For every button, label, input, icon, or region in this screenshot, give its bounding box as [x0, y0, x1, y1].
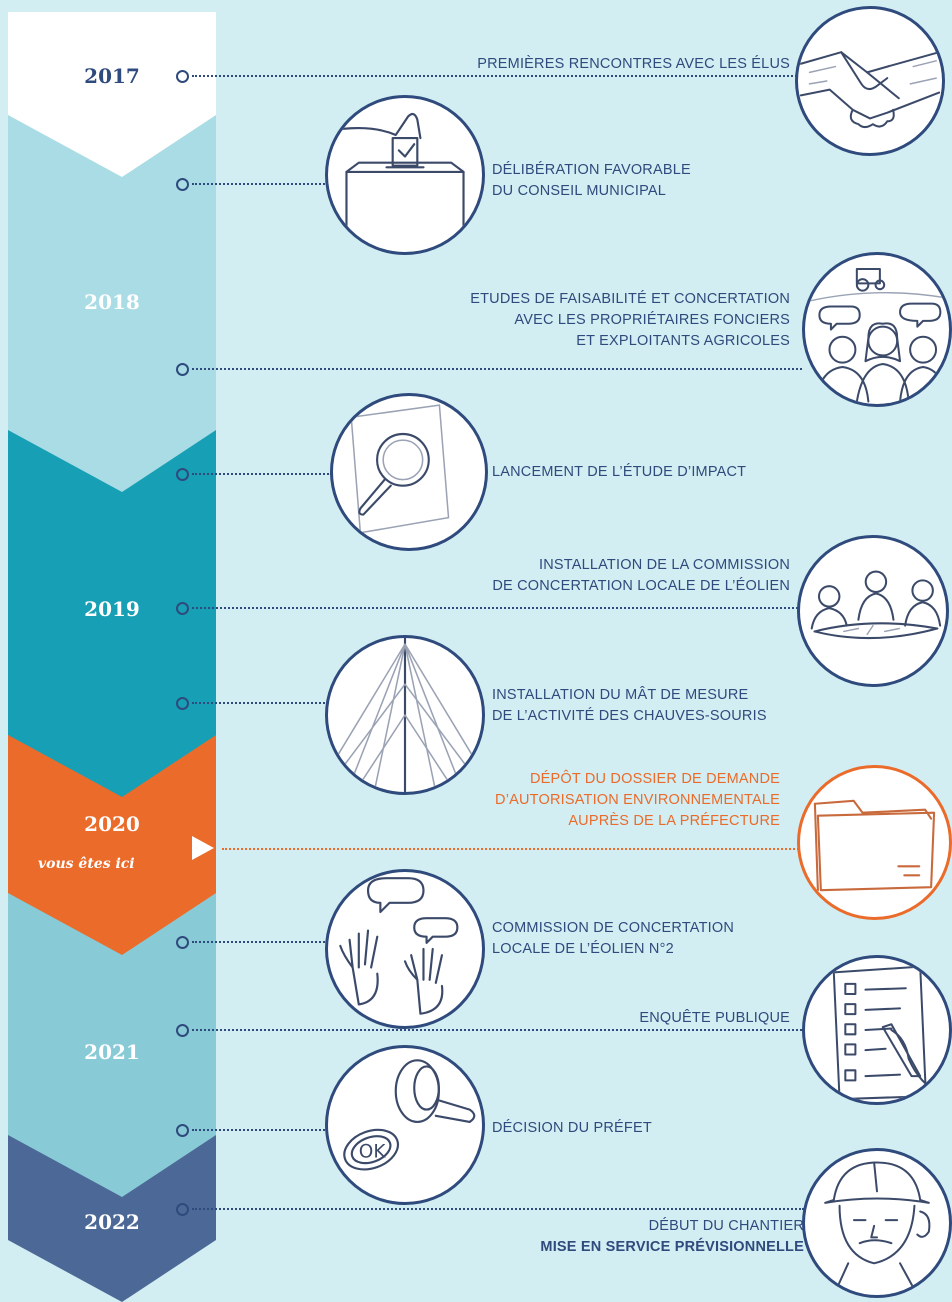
- event-first-meetings: PREMIÈRES RENCONTRES AVEC LES ÉLUS: [477, 56, 790, 72]
- milestone-dot: [176, 363, 189, 376]
- raised-hands-icon: [339, 877, 459, 1015]
- public-inquiry-illustration: [802, 955, 952, 1105]
- you-are-here-label: vous êtes ici: [38, 856, 135, 872]
- prefect-decision-illustration: OK: [325, 1045, 485, 1205]
- year-2022: 2022: [84, 1210, 140, 1234]
- milestone-dot: [176, 1024, 189, 1037]
- stamp-icon: OK: [343, 1059, 476, 1171]
- handshake-icon: [799, 51, 941, 129]
- checklist-icon: [832, 965, 942, 1101]
- authorization-folder-illustration: [797, 765, 952, 920]
- band-2018: [8, 110, 216, 492]
- band-2020: [8, 730, 216, 955]
- impact-study-illustration: [330, 393, 488, 551]
- connector-line: [192, 368, 802, 370]
- milestone-dot: [176, 936, 189, 949]
- magnifier-icon: [350, 404, 450, 534]
- year-2021: 2021: [84, 1040, 140, 1064]
- connector-line: [192, 1208, 804, 1210]
- connector-line: [192, 941, 332, 943]
- measurement-mast-illustration: [325, 635, 485, 795]
- connector-line: [192, 183, 332, 185]
- folder-icon: [813, 799, 936, 892]
- measurement-mast-icon: [333, 638, 477, 792]
- band-2019: [8, 425, 216, 797]
- year-2017: 2017: [84, 64, 140, 88]
- worker-helmet-icon: [824, 1161, 931, 1295]
- milestone-dot: [176, 468, 189, 481]
- band-2021: [8, 888, 216, 1197]
- ballot-box-illustration: [325, 95, 485, 255]
- band-2017: [8, 12, 216, 177]
- milestone-dot: [176, 178, 189, 191]
- milestone-dot: [176, 1124, 189, 1137]
- milestone-dot: [176, 697, 189, 710]
- farmers-tractor-icon: [810, 268, 948, 403]
- connector-line: [192, 607, 802, 609]
- year-2019: 2019: [84, 597, 140, 621]
- event-prefect-decision: DÉCISION DU PRÉFET: [492, 1120, 652, 1136]
- band-2022: [8, 1130, 216, 1302]
- landowners-illustration: [802, 252, 952, 407]
- connector-line: [192, 1029, 802, 1031]
- milestone-dot: [176, 70, 189, 83]
- construction-worker-illustration: [802, 1148, 952, 1298]
- ballot-box-icon: [342, 112, 465, 252]
- commission-meeting-illustration: [797, 535, 949, 687]
- connector-line-current: [222, 848, 802, 850]
- concertation-hands-illustration: [325, 869, 485, 1029]
- ok-stamp-text: OK: [359, 1141, 387, 1162]
- milestone-dot: [176, 602, 189, 615]
- connector-line: [192, 702, 332, 704]
- connector-line: [192, 473, 332, 475]
- event-public-inquiry: ENQUÊTE PUBLIQUE: [639, 1010, 790, 1026]
- connector-line: [192, 1129, 332, 1131]
- year-2018: 2018: [84, 290, 140, 314]
- event-impact-study: LANCEMENT DE L’ÉTUDE D’IMPACT: [492, 464, 747, 480]
- meeting-table-icon: [810, 570, 942, 640]
- handshake-illustration: [795, 6, 945, 156]
- current-position-arrow: [192, 836, 214, 860]
- milestone-dot: [176, 1203, 189, 1216]
- connector-line: [192, 75, 800, 77]
- year-2020: 2020: [84, 812, 140, 836]
